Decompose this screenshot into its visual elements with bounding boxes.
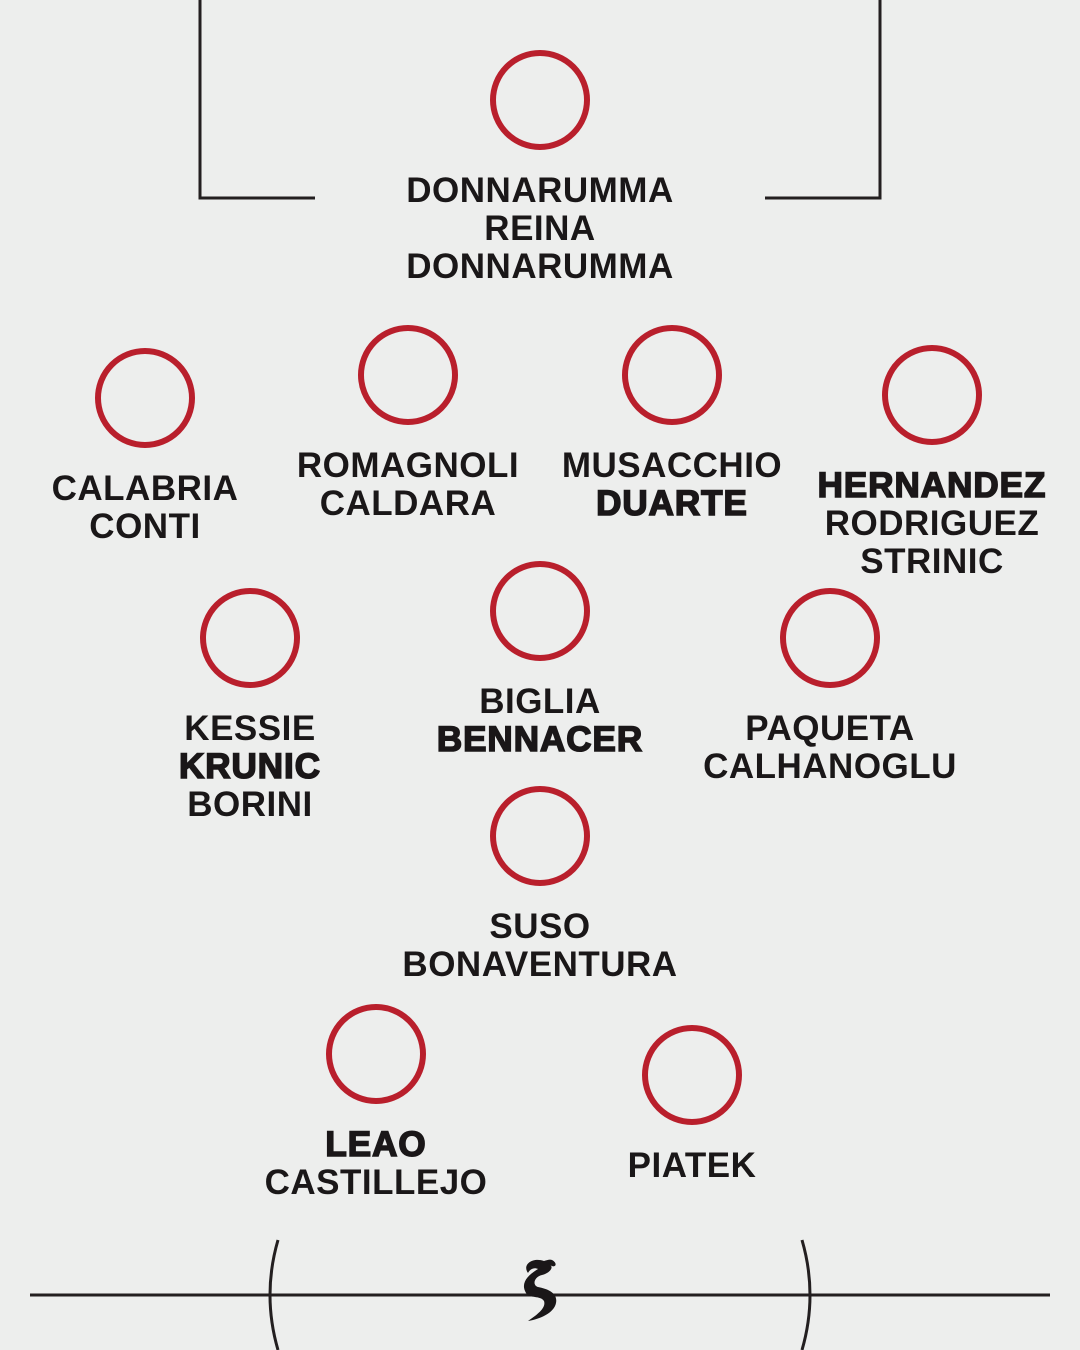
player-name: BONAVENTURA (402, 945, 678, 984)
player-circle (490, 561, 590, 661)
gothic-s-logo (523, 1259, 557, 1321)
player-name: KRUNIC (178, 747, 322, 787)
player-name: STRINIC (860, 542, 1004, 581)
player-circle (642, 1025, 742, 1125)
player-name: LEAO (325, 1125, 427, 1165)
player-circle (490, 786, 590, 886)
player-name: PIATEK (627, 1146, 757, 1185)
player-name: DONNARUMMA (406, 171, 674, 210)
player-names: PIATEK (512, 1147, 872, 1185)
player-circle (200, 588, 300, 688)
center-circle-right-arc (800, 1239, 812, 1350)
player-circle (358, 325, 458, 425)
player-name: CALABRIA (51, 469, 239, 508)
player-circle (622, 325, 722, 425)
player-slot-forward-left: PIATEK (512, 1025, 872, 1185)
player-name: MUSACCHIO (561, 446, 783, 485)
player-circle (490, 50, 590, 150)
player-name: CALHANOGLU (703, 747, 957, 786)
player-name: BIGLIA (479, 682, 601, 721)
player-name: DUARTE (595, 484, 748, 524)
player-name: HERNANDEZ (817, 466, 1047, 506)
player-circle (780, 588, 880, 688)
player-name: SUSO (489, 907, 591, 946)
player-name: PAQUETA (745, 709, 915, 748)
player-name: CALDARA (319, 484, 497, 523)
player-circle (882, 345, 982, 445)
player-circle (326, 1004, 426, 1104)
player-circle (95, 348, 195, 448)
player-name: RODRIGUEZ (824, 504, 1040, 543)
center-circle-left-arc (268, 1239, 280, 1350)
penalty-box-right (765, 0, 882, 200)
penalty-box-left (198, 0, 315, 200)
player-name: ROMAGNOLI (296, 446, 520, 485)
player-name: BORINI (187, 785, 313, 824)
player-name: CASTILLEJO (264, 1163, 488, 1202)
player-name: DONNARUMMA (406, 247, 674, 286)
player-name: KESSIE (184, 709, 316, 748)
player-name: CONTI (89, 507, 201, 546)
player-name: REINA (484, 209, 596, 248)
player-name: BENNACER (436, 720, 644, 760)
